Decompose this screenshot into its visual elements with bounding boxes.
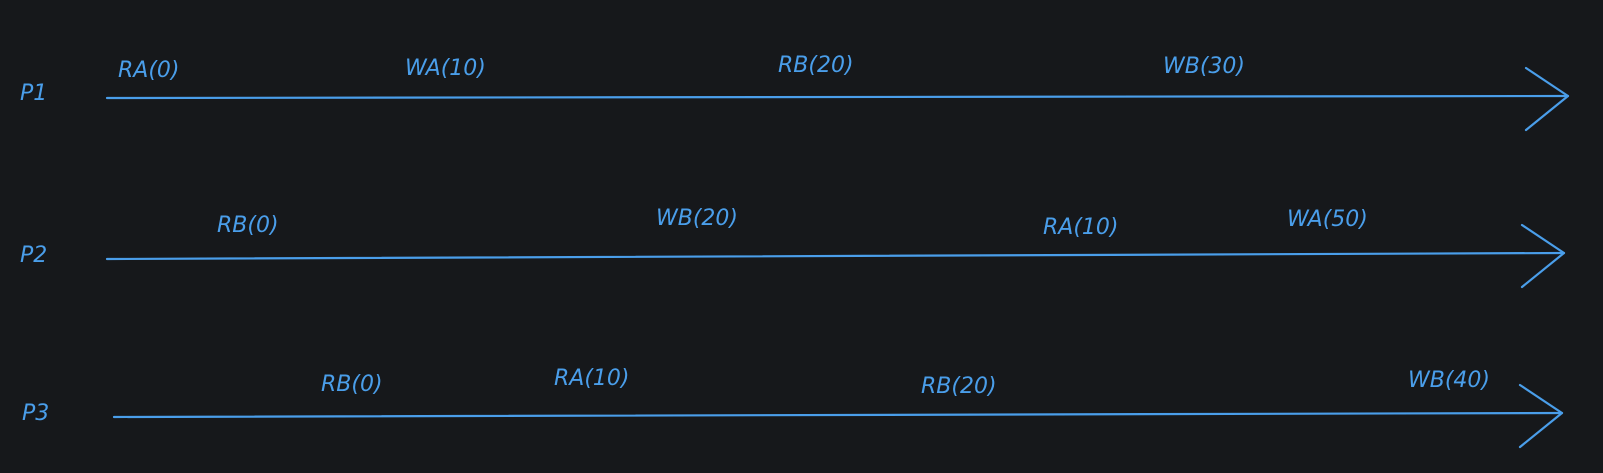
operation-label: RB(20): [778, 53, 854, 78]
operation-label: RA(10): [1043, 215, 1119, 240]
timeline-line: [112, 411, 1564, 419]
operation-label: RA(10): [554, 366, 630, 391]
timeline-line: [105, 94, 1570, 100]
operation-label: WB(20): [656, 206, 738, 231]
operation-label: RB(0): [217, 213, 279, 238]
arrow-head-icon: [1520, 223, 1566, 289]
operation-label: RB(0): [321, 372, 383, 397]
arrow-head-icon: [1518, 383, 1564, 449]
operation-label: RA(0): [118, 58, 180, 83]
arrow-head-icon: [1524, 66, 1570, 132]
operation-label: RB(20): [921, 374, 997, 399]
operation-label: WA(50): [1287, 207, 1368, 232]
process-label: P3: [22, 401, 49, 426]
timeline-line: [105, 251, 1566, 261]
process-timeline-3: P3 RB(0) RA(10) RB(20) WB(40): [22, 366, 1564, 449]
process-timeline-1: P1 RA(0) WA(10) RB(20) WB(30): [20, 53, 1570, 132]
operation-label: WB(40): [1408, 368, 1490, 393]
operation-label: WB(30): [1163, 54, 1245, 79]
process-label: P1: [20, 81, 47, 106]
process-label: P2: [20, 243, 47, 268]
operation-label: WA(10): [405, 56, 486, 81]
process-timeline-2: P2 RB(0) WB(20) RA(10) WA(50): [20, 206, 1566, 289]
